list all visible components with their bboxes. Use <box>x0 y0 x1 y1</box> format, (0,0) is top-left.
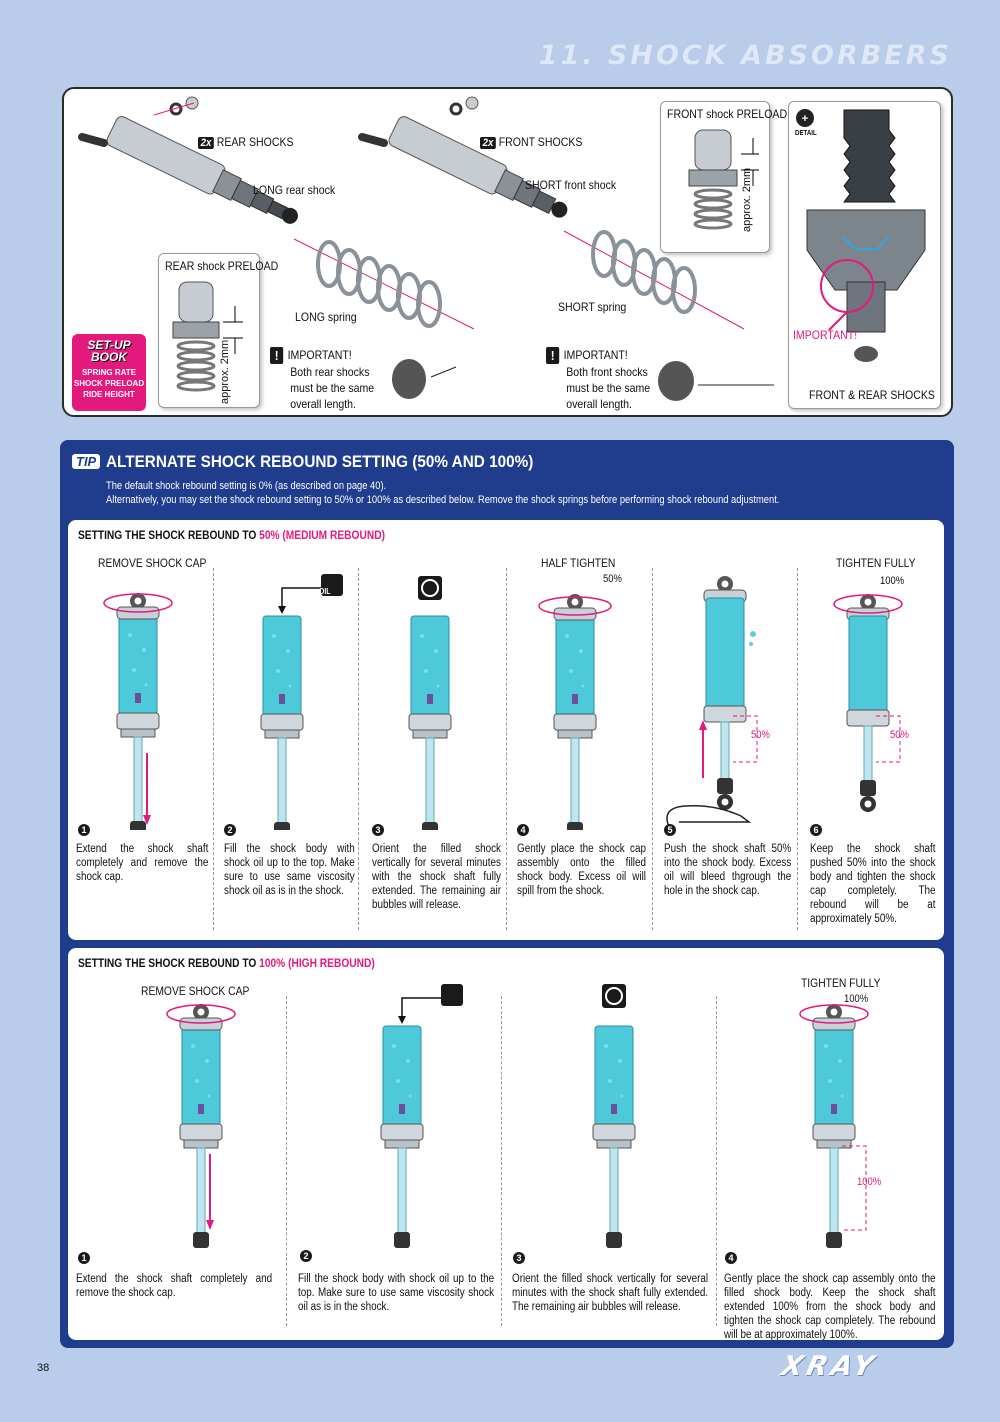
rebound-100-illustrations <box>166 984 869 1248</box>
front-preload-illustration <box>688 129 759 230</box>
short-spring-label: SHORT spring <box>558 300 627 314</box>
set-percent: 100% <box>857 1176 882 1188</box>
front-important-note: !IMPORTANT! Both front shocks must be th… <box>546 347 650 412</box>
step-text: Fill the shock body with shock oil up to… <box>298 1273 495 1313</box>
step-text: Extend the shock shaft completely and re… <box>76 843 209 883</box>
rebound-50-illustrations <box>103 574 903 830</box>
rebound-50-section: SETTING THE SHOCK REBOUND TO 50% (MEDIUM… <box>68 520 944 940</box>
tip-description-1: The default shock rebound setting is 0% … <box>106 480 387 492</box>
shock-boot-illustration: + <box>796 109 926 362</box>
half-tighten-percent: 50% <box>603 573 622 585</box>
tip-title: ALTERNATE SHOCK REBOUND SETTING (50% AND… <box>106 452 534 471</box>
tighten-fully-label: TIGHTEN FULLY <box>836 556 916 570</box>
step-number: 3 <box>513 1252 525 1264</box>
oil-label: OIL <box>319 587 331 596</box>
step-number: 3 <box>372 824 384 836</box>
step-text: Gently place the shock cap assembly onto… <box>724 1273 936 1340</box>
step-number: 6 <box>810 824 822 836</box>
tip-badge: TIP <box>72 454 101 469</box>
step-number: 5 <box>664 824 676 836</box>
long-rear-shock-label: LONG rear shock <box>253 183 336 197</box>
step-number: 2 <box>300 1250 312 1262</box>
approx-2mm-label: approx. 2mm <box>219 339 231 404</box>
section-title: SETTING THE SHOCK REBOUND TO 50% (MEDIUM… <box>78 528 385 542</box>
shock-assembly-illustration: ! <box>78 96 834 401</box>
step-text: Extend the shock shaft completely and re… <box>76 1273 273 1299</box>
tighten-fully-percent: 100% <box>844 993 869 1005</box>
remove-cap-label: REMOVE SHOCK CAP <box>98 556 207 570</box>
tighten-fully-percent: 100% <box>880 575 905 587</box>
step-text: Fill the shock body with shock oil up to… <box>224 843 355 897</box>
front-preload-title: FRONT shock PRELOAD <box>667 107 788 121</box>
push-percent: 50% <box>751 729 770 741</box>
column-divider <box>652 568 653 930</box>
step-text: Orient the filled shock vertically for s… <box>512 1273 709 1313</box>
page-title: 11. SHOCK ABSORBERS <box>538 40 952 71</box>
step-number: 2 <box>224 824 236 836</box>
front-preload-detail: FRONT shock PRELOAD approx. 2mm <box>660 101 787 253</box>
warning-icon: ! <box>546 347 560 364</box>
step-text: Gently place the shock cap assembly onto… <box>517 843 646 897</box>
step-text: Keep the shock shaft pushed 50% into the… <box>810 843 936 925</box>
step-number: 1 <box>78 824 90 836</box>
half-tighten-label: HALF TIGHTEN <box>541 556 616 570</box>
remove-cap-label: REMOVE SHOCK CAP <box>141 984 250 998</box>
rear-preload-title: REAR shock PRELOAD <box>165 259 279 273</box>
step-number: 4 <box>517 824 529 836</box>
step-number: 4 <box>725 1252 737 1264</box>
column-divider <box>716 996 717 1326</box>
step-text: Push the shock shaft 50% into the shock … <box>664 843 792 897</box>
column-divider <box>213 568 214 930</box>
tighten-fully-label: TIGHTEN FULLY <box>801 976 881 990</box>
oil-label: OIL <box>439 1017 451 1026</box>
rear-preload-illustration <box>172 281 243 392</box>
rear-preload-detail: REAR shock PRELOAD approx. 2mm <box>158 253 278 408</box>
rebound-100-section: SETTING THE SHOCK REBOUND TO 100% (HIGH … <box>68 948 944 1340</box>
set-percent: 50% <box>890 729 909 741</box>
column-divider <box>358 568 359 930</box>
rear-important-note: !IMPORTANT! Both rear shocks must be the… <box>270 347 374 412</box>
tip-description-2: Alternatively, you may set the shock reb… <box>106 494 780 506</box>
approx-2mm-label: approx. 2mm <box>741 167 753 232</box>
xray-logo: XRAY <box>778 1351 881 1382</box>
short-front-shock-label: SHORT front shock <box>525 178 617 192</box>
important-label: IMPORTANT! <box>793 328 858 342</box>
quantity-badge: 2x <box>480 137 497 149</box>
page-number: 38 <box>37 1362 50 1374</box>
warning-icon: ! <box>270 347 284 364</box>
svg-text:+: + <box>802 113 808 125</box>
long-spring-label: LONG spring <box>295 310 357 324</box>
column-divider <box>506 568 507 930</box>
step-text: Orient the filled shock vertically for s… <box>372 843 501 911</box>
section-title: SETTING THE SHOCK REBOUND TO 100% (HIGH … <box>78 956 375 970</box>
column-divider <box>286 996 287 1326</box>
detail-label: DETAIL <box>795 130 817 137</box>
column-divider <box>501 996 502 1326</box>
column-divider <box>797 568 798 930</box>
step-number: 1 <box>78 1252 90 1264</box>
quantity-badge: 2x <box>198 137 215 149</box>
front-rear-detail: + DETAIL IMPORTANT! FRONT & REAR SHOCKS <box>788 101 941 409</box>
tip-panel: TIP ALTERNATE SHOCK REBOUND SETTING (50%… <box>60 440 954 1348</box>
front-rear-shocks-label: FRONT & REAR SHOCKS <box>809 388 935 402</box>
